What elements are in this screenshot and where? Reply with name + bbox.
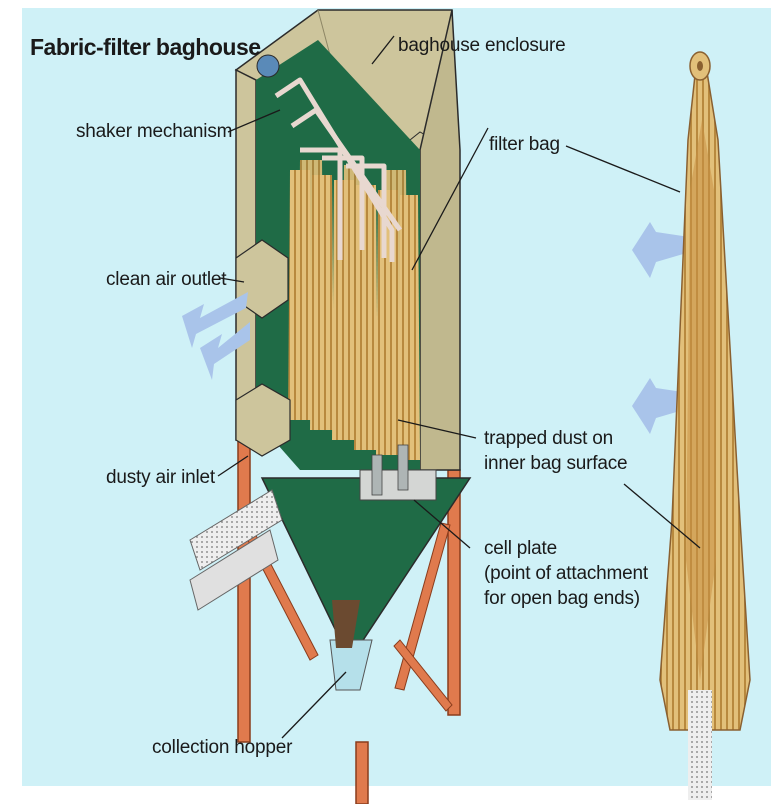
label-clean-air-outlet: clean air outlet <box>106 268 226 292</box>
label-trapped-dust: trapped dust on inner bag surface <box>484 426 627 476</box>
filter-bag-detail <box>660 52 750 800</box>
label-baghouse-enclosure: baghouse enclosure <box>398 34 566 58</box>
label-shaker-mechanism: shaker mechanism <box>76 120 232 144</box>
collection-hopper-body <box>262 478 470 660</box>
label-filter-bag: filter bag <box>489 133 560 157</box>
label-collection-hopper: collection hopper <box>152 736 292 760</box>
diagram-title: Fabric-filter baghouse <box>30 34 261 61</box>
dusty-air-inlet-box <box>236 384 290 456</box>
label-cell-plate: cell plate (point of attachment for open… <box>484 536 648 611</box>
label-dusty-air-inlet: dusty air inlet <box>106 466 215 490</box>
filter-bag-array <box>288 160 420 460</box>
